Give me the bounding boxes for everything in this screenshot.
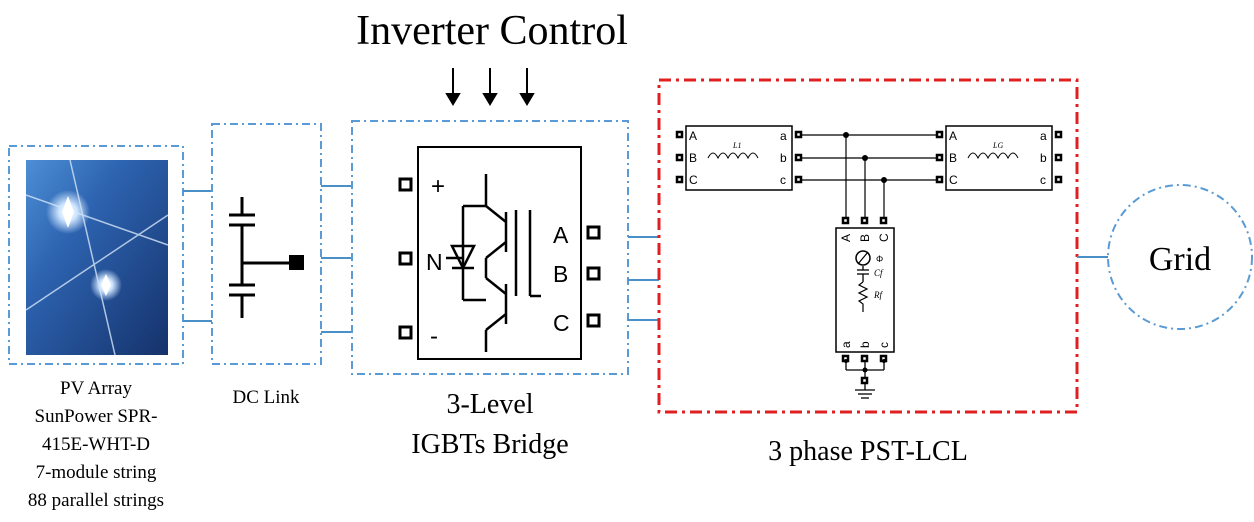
inductor-1-coil xyxy=(707,152,759,160)
diagram-title: Inverter Control xyxy=(356,8,628,54)
inductor-1-block xyxy=(685,125,793,191)
bridge-to-filter-wires xyxy=(628,236,659,321)
igbt-bridge-body xyxy=(417,146,582,360)
rc-top-c: C xyxy=(877,233,891,242)
rc-bottom-c: c xyxy=(877,342,891,348)
igbt-symbol xyxy=(461,174,541,352)
inductor-2-coil xyxy=(967,152,1019,160)
igbt-bridge-block: + N - A B C 3-Level xyxy=(351,120,629,460)
rc-top-b: B xyxy=(858,234,872,242)
bridge-port-n: N xyxy=(426,249,443,275)
pv-caption-line-3: 415E-WHT-D xyxy=(42,434,150,455)
bridge-out-a: A xyxy=(553,222,569,248)
bridge-out-c: C xyxy=(553,310,570,336)
bridge-caption-line-2: IGBTs Bridge xyxy=(411,429,568,460)
dc-link-caption: DC Link xyxy=(232,387,300,408)
pv-caption-line-1: PV Array xyxy=(60,378,132,399)
rc-bottom-b: b xyxy=(858,341,872,348)
rc-resistor-symbol xyxy=(857,281,869,312)
junction-dots xyxy=(843,132,887,183)
filter-caption: 3 phase PST-LCL xyxy=(768,436,968,467)
inductor-1-out-a: a xyxy=(780,129,787,143)
control-arrows xyxy=(445,68,535,106)
rc-cap-label: Cf xyxy=(874,268,884,278)
dc-link-block: DC Link xyxy=(211,123,322,408)
bridge-port-plus: + xyxy=(431,173,445,200)
ground-symbol xyxy=(845,361,885,399)
inductor-1-in-a: A xyxy=(689,129,697,143)
rc-capacitor-symbol xyxy=(857,266,869,282)
bridge-caption-line-1: 3-Level xyxy=(446,389,533,420)
inductor-2-out-b: b xyxy=(1040,151,1047,165)
bridge-out-b: B xyxy=(553,261,568,287)
capacitor-symbol xyxy=(229,197,290,318)
pv-caption-line-2: SunPower SPR- xyxy=(35,406,158,427)
inductor-2-in-a: A xyxy=(949,129,957,143)
inductor-2-out-c: c xyxy=(1040,173,1046,187)
rc-phi-label: Φ xyxy=(876,254,883,264)
rc-bottom-a: a xyxy=(839,341,853,348)
pv-caption-line-4: 7-module string xyxy=(36,462,157,483)
bridge-port-minus: - xyxy=(430,323,438,350)
inductor-1-out-b: b xyxy=(780,151,787,165)
rc-phase-symbol xyxy=(855,250,871,266)
inductor-1-in-c: C xyxy=(689,173,698,187)
inductor-2-label: LG xyxy=(992,141,1003,150)
inductor-2-block xyxy=(945,125,1053,191)
inductor-2-in-c: C xyxy=(949,173,958,187)
pv-panel-image xyxy=(26,160,168,355)
inductor-2-in-b: B xyxy=(949,151,957,165)
grid-block: Grid xyxy=(1107,184,1253,330)
dc-to-bridge-wires xyxy=(321,185,352,333)
rc-top-a: A xyxy=(839,234,853,242)
dc-link-port xyxy=(289,255,304,270)
inductor-1-in-b: B xyxy=(689,151,697,165)
pv-caption-line-5: 88 parallel strings xyxy=(28,490,164,511)
inductor-1-label: L1 xyxy=(732,141,741,150)
phase-lines xyxy=(801,134,937,218)
rc-res-label: Rf xyxy=(873,290,883,300)
pv-array-block: PV Array SunPower SPR- 415E-WHT-D 7-modu… xyxy=(8,145,184,511)
pv-to-dc-wires xyxy=(183,190,212,322)
grid-label: Grid xyxy=(1149,241,1211,278)
lcl-filter-block: A B C a b c L1 A B C a b c LG xyxy=(657,78,1079,467)
inductor-2-out-a: a xyxy=(1040,129,1047,143)
inductor-1-out-c: c xyxy=(780,173,786,187)
